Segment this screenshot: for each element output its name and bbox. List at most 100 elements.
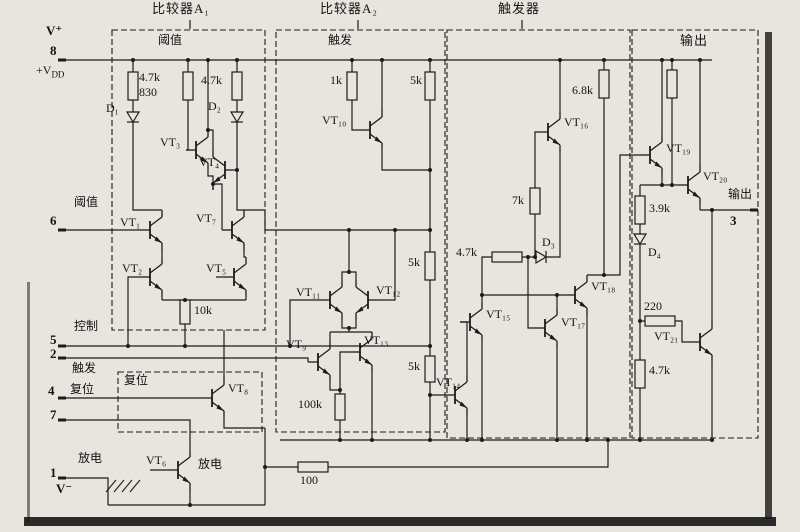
resistor-4.7k-out (634, 359, 646, 389)
resistor-220 (644, 315, 676, 327)
ground-hatch-icon (105, 479, 141, 493)
transistor-vt16-label: VT₁₆ (564, 115, 589, 129)
transistor-vt20-symbol (677, 164, 701, 206)
transistor-vt16-symbol (537, 111, 561, 153)
resistor-5k-top-label: 5k (410, 73, 422, 87)
box-output (631, 29, 759, 439)
resistor-4.7k-out-label: 4.7k (649, 363, 670, 377)
transistor-vt12-label: VT₁₂ (376, 283, 401, 297)
resistor-out-top (666, 69, 678, 99)
section-title-comparator-a1: 比较器A₁ (152, 1, 210, 16)
transistor-vt20-label: VT₂₀ (703, 169, 728, 183)
transistor-vt2-label: VT₂ (122, 261, 143, 275)
transistor-vt13-label: VT₁₃ (364, 333, 389, 347)
pin-5-number: 5 (50, 332, 57, 347)
box-flipflop (446, 29, 631, 439)
wires-flipflop (481, 60, 640, 440)
transistor-vt18-symbol (564, 274, 588, 316)
resistor-6.8k (598, 69, 610, 99)
resistor-5k-mid-label: 5k (408, 255, 420, 269)
box-comparator-a2 (275, 29, 446, 433)
pin-output-label: 输出 (728, 187, 753, 201)
resistor-4.7k-a1-right-label: 4.7k (201, 73, 222, 87)
transistor-vt5-symbol (223, 256, 247, 298)
transistor-vt4-label: VT₄ (199, 155, 220, 169)
pin-2-number: 2 (50, 346, 57, 361)
resistor-6.8k-label: 6.8k (572, 83, 593, 97)
diode-d3-symbol (535, 249, 548, 265)
diode-d1-symbol (125, 111, 141, 124)
diodes (125, 111, 648, 265)
resistor-830 (182, 71, 194, 101)
resistor-10k-label: 10k (194, 303, 212, 317)
transistor-vt21-symbol (689, 321, 713, 363)
transistor-vt10-symbol (359, 109, 383, 151)
resistor-10k (179, 299, 191, 325)
pin-vplus-label: V⁺ (46, 23, 63, 38)
resistor-100 (297, 461, 329, 473)
transistor-vt18-label: VT₁₈ (591, 279, 616, 293)
section-title-output: 输出 (680, 33, 709, 48)
transistor-vt1-symbol (139, 209, 163, 251)
resistor-1k (346, 71, 358, 101)
transistor-vt9-label: VT₉ (286, 337, 307, 351)
transistor-vt7-label: VT₇ (196, 211, 217, 225)
transistor-vt6-label: VT₆ (146, 453, 167, 467)
wires-comparator-a1 (127, 60, 430, 346)
resistor-100k-label: 100k (298, 397, 322, 411)
transistor-vt1-label: VT₁ (120, 215, 141, 229)
sublabel-reset-box: 复位 (124, 373, 149, 387)
resistor-220-label: 220 (644, 299, 662, 313)
resistors (127, 69, 678, 473)
pin-vminus-label: V⁻ (56, 481, 73, 496)
diode-d4-symbol (632, 233, 648, 246)
diode-d4-label: D₄ (648, 245, 661, 259)
resistor-5k-top (424, 71, 436, 101)
transistor-vt9-symbol (307, 341, 331, 383)
resistor-1k-label: 1k (330, 73, 342, 87)
resistor-4.7k-ff (491, 251, 523, 263)
pin-discharge-label: 放电 (78, 451, 103, 465)
transistor-vt11-symbol (319, 279, 343, 321)
transistor-vt3-label: VT₃ (160, 135, 181, 149)
transistor-vt2-symbol (139, 256, 163, 298)
resistor-3.9k-label: 3.9k (649, 201, 670, 215)
resistor-5k-mid (424, 251, 436, 281)
box-comparator-a1 (111, 29, 266, 331)
transistor-vt19-symbol (639, 134, 663, 176)
resistor-4.7k-ff-label: 4.7k (456, 245, 477, 259)
pin-3-number: 3 (730, 213, 737, 228)
resistor-100-label: 100 (300, 473, 318, 487)
sublabel-threshold-a1: 阈值 (158, 33, 183, 47)
diode-d2-symbol (229, 111, 245, 124)
pin-stubs (58, 58, 758, 480)
pin-1-number: 1 (50, 465, 57, 480)
transistor-vt15-symbol (459, 301, 483, 343)
transistor-vt14-label: VT₁₄ (436, 375, 461, 389)
wires-pin-leads (66, 20, 523, 450)
section-title-flipflop: 触发器 (498, 1, 541, 16)
resistor-7k-label: 7k (512, 193, 524, 207)
transistor-vt11-label: VT₁₁ (296, 285, 321, 299)
pin-trigger-label: 触发 (72, 361, 97, 375)
resistor-4.7k-a1-left-label: 4.7k (139, 70, 160, 84)
resistor-5k-low-label: 5k (408, 359, 420, 373)
wires-rails (66, 59, 758, 506)
pin-vdd-subscript: DD (51, 69, 65, 80)
transistor-vt21-label: VT₂₁ (654, 329, 679, 343)
diode-d3-label: D₃ (542, 235, 555, 249)
transistor-vt8-label: VT₈ (228, 381, 249, 395)
transistor-vt10-label: VT₁₀ (322, 113, 347, 127)
transistor-vt8-symbol (201, 377, 225, 419)
pin-reset-label: 复位 (70, 382, 95, 396)
resistor-4.7k-a1-left (127, 71, 139, 101)
pin-4-number: 4 (48, 383, 55, 398)
transistor-vt7-symbol (221, 209, 245, 251)
pin-7-number: 7 (50, 407, 57, 422)
resistor-830-label: 830 (139, 85, 157, 99)
transistor-vt6-symbol (167, 449, 191, 491)
resistor-100k (334, 393, 346, 421)
pin-vdd-label: +VDD (36, 64, 64, 80)
